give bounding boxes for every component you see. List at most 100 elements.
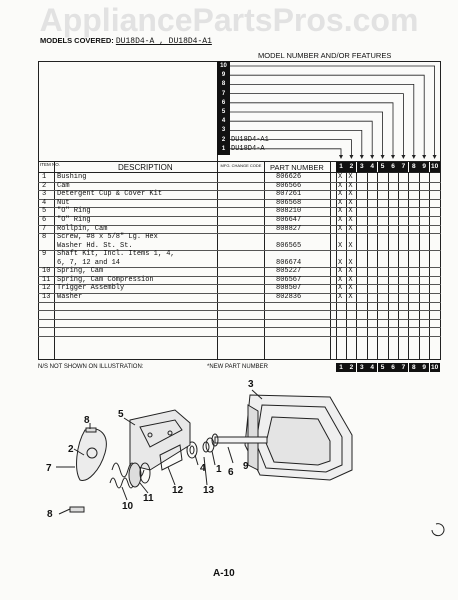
row-mark-col1: X (338, 181, 343, 190)
row-part-number: 806567 (276, 275, 302, 284)
footer-column-number: 10 (429, 363, 440, 372)
feature-column-number: 9 (419, 162, 430, 172)
feature-column-line (335, 172, 337, 360)
feature-column-line (418, 172, 420, 360)
row-part-number: 808507 (276, 284, 302, 293)
footer-column-number: 5 (377, 363, 388, 372)
page-curl-mark (431, 523, 445, 537)
row-separator (38, 198, 441, 200)
model-leader-arrow (370, 155, 375, 159)
row-part-number: 802836 (276, 293, 302, 301)
row-description: Trigger Assembly (57, 284, 125, 293)
row-item-number: 9 (42, 250, 47, 259)
column-divider-part (330, 161, 331, 360)
row-separator (38, 216, 441, 217)
row-separator (38, 310, 441, 312)
row-separator (38, 250, 441, 252)
row-item-number: 6 (42, 216, 47, 224)
row-separator (38, 293, 441, 294)
callout-8-bottom: 8 (47, 509, 53, 520)
model-leader-line (230, 111, 383, 157)
model-row-number: 2 (221, 136, 226, 143)
row-mark-col2: X (348, 224, 353, 233)
row-separator (38, 327, 441, 329)
feature-column-line (429, 172, 431, 360)
header-item-no: ITEM NO. (40, 162, 60, 167)
model-leader-line (230, 84, 415, 157)
row-mark-col2: X (348, 173, 353, 181)
row-description: "O" Ring (57, 207, 91, 216)
model-number-column (217, 61, 230, 155)
row-item-number: 3 (42, 190, 47, 199)
model-leader-arrow (339, 155, 343, 159)
row-separator (38, 318, 441, 320)
model-leader-arrow (359, 155, 364, 159)
feature-column-line (439, 172, 441, 360)
row-separator (38, 224, 441, 226)
model-row-number: 8 (221, 81, 226, 88)
row-separator (38, 336, 441, 337)
model-leader-line (230, 130, 363, 157)
footer-column-number: 3 (356, 363, 367, 372)
footer-column-number: 1 (336, 363, 346, 372)
model-row-number: 4 (221, 118, 226, 125)
row-separator (38, 275, 441, 277)
row-mark-col1: X (338, 198, 343, 207)
row-separator (38, 233, 441, 235)
feature-column-line (356, 172, 358, 360)
row-description: Detergent Cup & Cover Kit (57, 190, 163, 199)
row-mark-col2: X (348, 275, 353, 284)
model-row-number: 7 (221, 90, 226, 97)
callout-4: 4 (200, 463, 206, 474)
model-leader-line (230, 74, 425, 157)
row-mark-col1: X (338, 216, 343, 224)
row-separator (38, 207, 441, 209)
table-header-bottom-line (38, 172, 441, 173)
page-number: A-10 (213, 568, 235, 579)
row-description: Nut (57, 198, 70, 207)
row-mark-col1: X (338, 284, 343, 293)
table-header-top-line (38, 161, 441, 162)
row-separator (38, 181, 441, 183)
callout-6: 6 (228, 467, 234, 478)
callout-3: 3 (248, 379, 254, 390)
model-leader-arrow (401, 155, 406, 159)
row-part-number: 806674 (276, 258, 302, 267)
row-mark-col2: X (348, 198, 353, 207)
feature-column-number: 1 (336, 162, 346, 172)
model-number-header: MODEL NUMBER AND/OR FEATURES (258, 51, 392, 60)
row-mark-col2: X (348, 207, 353, 216)
row-item-number: 2 (42, 181, 47, 190)
feature-column-number: 2 (346, 162, 357, 172)
row-description-cont: Washer Hd. St. St. (57, 241, 133, 250)
callout-11: 11 (143, 493, 154, 504)
row-separator (38, 267, 441, 269)
row-description-cont: 6, 7, 12 and 14 (57, 258, 121, 267)
row-mark-col2: X (348, 267, 353, 276)
row-part-number: 806566 (276, 181, 302, 190)
row-mark-col2: X (348, 190, 353, 199)
footer-column-number: 7 (398, 363, 409, 372)
footer-column-number: 8 (408, 363, 419, 372)
row-item-number: 13 (42, 293, 51, 301)
row-mark-col2: X (348, 241, 353, 250)
row-separator (38, 284, 441, 286)
row-mark-col2: X (348, 258, 353, 267)
callout-1: 1 (216, 464, 222, 475)
exploded-view-illustration: 3 5 8 2 7 4 1 6 9 13 12 11 10 8 (46, 379, 445, 537)
row-part-number: 806568 (276, 198, 302, 207)
row-part-number: 806626 (276, 173, 302, 181)
column-divider-mfg (264, 161, 265, 360)
feature-column-line (397, 172, 399, 360)
watermark: AppliancePartsPros.com (39, 2, 419, 38)
row-description: Spring, Cam Compression (57, 275, 154, 284)
row-description: Spring, Cam (57, 267, 104, 276)
feature-column-number: 5 (377, 162, 388, 172)
row-item-number: 10 (42, 267, 51, 276)
row-item-number: 12 (42, 284, 51, 293)
feature-column-number: 6 (388, 162, 398, 172)
row-part-number: 808827 (276, 224, 302, 233)
feature-column-number: 4 (367, 162, 378, 172)
feature-column-number: 10 (429, 162, 440, 172)
model-leader-line (230, 93, 404, 157)
